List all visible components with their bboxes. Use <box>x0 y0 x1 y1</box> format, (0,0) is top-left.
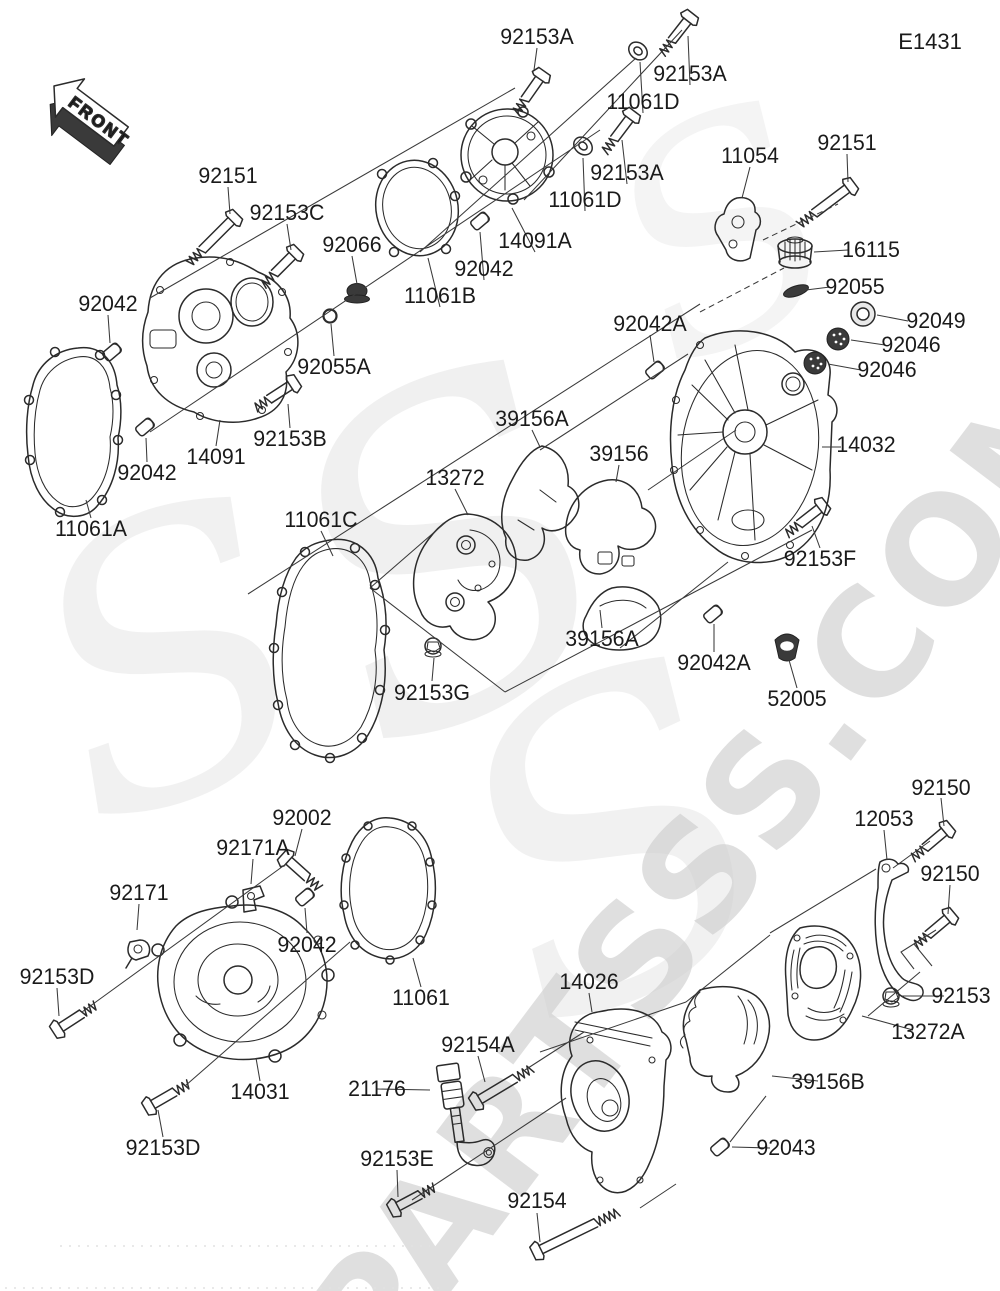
part-label-92171a: 92171A <box>216 835 290 860</box>
part-label-92153b: 92153B <box>253 426 327 451</box>
alternator-cover-art <box>47 817 437 1119</box>
clutch-cover-art <box>643 174 876 662</box>
part-label-92153a: 92153A <box>590 160 664 185</box>
part-label-92154a: 92154A <box>441 1032 515 1057</box>
diagram-code: E1431 <box>898 29 962 54</box>
part-label-92042a: 92042A <box>677 650 751 675</box>
part-label-92171: 92171 <box>109 880 169 905</box>
sprocket-cover-art <box>384 985 771 1264</box>
part-label-11054: 11054 <box>721 143 779 168</box>
part-label-92153a: 92153A <box>500 24 574 49</box>
part-label-92046: 92046 <box>881 332 941 357</box>
part-label-92153c: 92153C <box>249 200 325 225</box>
part-label-92153d: 92153D <box>125 1135 201 1160</box>
part-label-13272a: 13272A <box>891 1019 965 1044</box>
part-label-92150: 92150 <box>920 861 980 886</box>
part-label-92153d: 92153D <box>19 964 95 989</box>
part-label-92043: 92043 <box>756 1135 816 1160</box>
part-label-92049: 92049 <box>906 308 966 333</box>
part-label-92066: 92066 <box>322 232 382 257</box>
part-label-14032: 14032 <box>836 432 896 457</box>
part-label-92151: 92151 <box>817 130 877 155</box>
part-label-11061d: 11061D <box>606 89 680 114</box>
part-label-39156a: 39156A <box>565 626 639 651</box>
part-label-52005: 52005 <box>767 686 827 711</box>
part-label-92002: 92002 <box>272 805 332 830</box>
part-label-92150: 92150 <box>911 775 971 800</box>
part-label-16115: 16115 <box>842 237 900 262</box>
part-label-14091a: 14091A <box>498 228 572 253</box>
part-label-92153e: 92153E <box>360 1146 434 1171</box>
part-label-11061b: 11061B <box>404 283 476 308</box>
part-label-92042: 92042 <box>454 256 514 281</box>
part-label-92042a: 92042A <box>613 311 687 336</box>
part-label-92055a: 92055A <box>297 354 371 379</box>
part-label-11061a: 11061A <box>55 516 127 541</box>
part-label-39156a: 39156A <box>495 406 569 431</box>
part-label-11061: 11061 <box>392 985 450 1010</box>
part-label-11061d: 11061D <box>548 187 622 212</box>
part-label-92153: 92153 <box>931 983 991 1008</box>
part-label-92153a: 92153A <box>653 61 727 86</box>
part-label-14026: 14026 <box>559 969 619 994</box>
part-label-39156b: 39156B <box>791 1069 865 1094</box>
part-label-12053: 12053 <box>854 806 914 831</box>
leader-lines <box>5 29 951 1289</box>
part-label-92153g: 92153G <box>394 680 470 705</box>
guide-plate-art <box>784 817 962 1041</box>
part-label-14091: 14091 <box>186 444 246 469</box>
part-label-21176: 21176 <box>348 1076 406 1101</box>
part-label-14031: 14031 <box>230 1079 290 1104</box>
part-label-92153f: 92153F <box>783 546 857 571</box>
generator-cover-art <box>23 256 304 518</box>
part-label-92055: 92055 <box>825 274 885 299</box>
part-label-39156: 39156 <box>589 441 649 466</box>
part-label-92042: 92042 <box>78 291 138 316</box>
part-label-92046: 92046 <box>857 357 917 382</box>
part-label-92042: 92042 <box>277 932 337 957</box>
part-label-13272: 13272 <box>425 465 485 490</box>
part-label-11061c: 11061C <box>284 507 358 532</box>
part-label-92042: 92042 <box>117 460 177 485</box>
part-label-92154: 92154 <box>507 1188 567 1213</box>
part-label-92151: 92151 <box>198 163 258 188</box>
